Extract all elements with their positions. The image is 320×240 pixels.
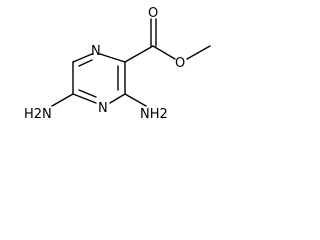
ester-oxygen-label: O [175, 56, 185, 71]
ester-group [124, 18, 211, 63]
amine-bonds [51, 93, 147, 107]
bond-c3-amine [124, 93, 147, 107]
pyrazine-ring [72, 53, 126, 104]
bond-n1-c2 [99, 53, 126, 63]
bond-n4-c5-double [78, 89, 97, 98]
bond-c5-amine [51, 93, 74, 107]
ring-nitrogen-top-label: N [91, 44, 101, 59]
bond-c3-n4 [109, 93, 126, 104]
bond-c6-n1-double [78, 59, 93, 67]
bond-ester-o-methyl [186, 45, 211, 60]
carbonyl-oxygen-label: O [148, 6, 158, 21]
amine-left-label: H2N [24, 107, 52, 122]
bond-n4-c5 [72, 93, 97, 104]
amine-right-label: NH2 [140, 107, 168, 122]
ring-nitrogen-bottom-label: N [98, 101, 108, 116]
bond-c6-n1 [72, 53, 93, 63]
bond-carbonyl-ester-o [152, 45, 176, 60]
bond-c2-carbonyl [124, 45, 154, 63]
chemical-structure-diagram: N N O O H2N NH2 [24, 6, 211, 122]
